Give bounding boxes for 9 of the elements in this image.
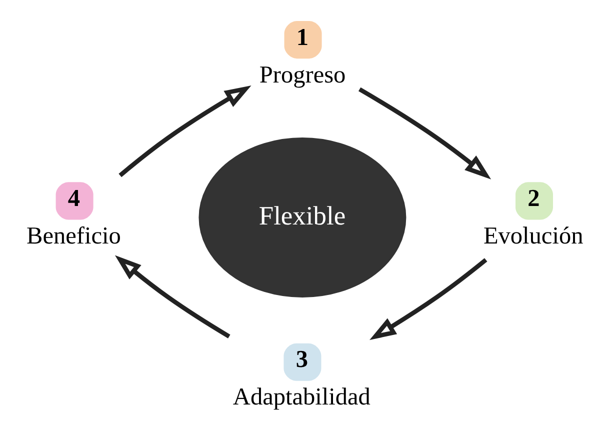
arrow bbox=[114, 254, 230, 338]
node-label: Evolución bbox=[483, 222, 584, 250]
node-label: Adaptabilidad bbox=[232, 383, 370, 410]
node-label: Progreso bbox=[259, 60, 346, 88]
node-label: Beneficio bbox=[26, 222, 121, 250]
node-ellipse: Flexible bbox=[198, 136, 406, 298]
arrow bbox=[370, 258, 488, 340]
arrow bbox=[358, 86, 492, 179]
arrow bbox=[118, 84, 252, 177]
